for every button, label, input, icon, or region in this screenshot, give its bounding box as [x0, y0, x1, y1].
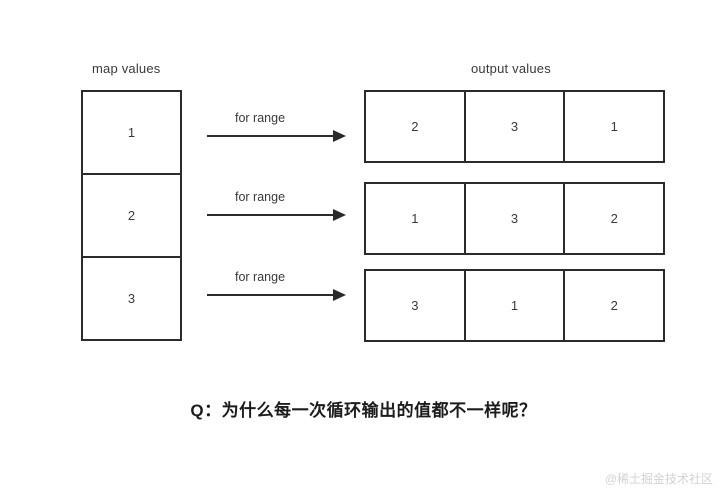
for-range-label: for range [235, 111, 286, 125]
output-values-row: 2 3 1 [364, 90, 665, 163]
output-value-cell: 1 [563, 92, 663, 161]
watermark: @稀土掘金技术社区 [604, 472, 713, 486]
output-value-cell: 1 [463, 271, 564, 340]
map-values-heading: map values [92, 61, 161, 76]
map-values-column: 1 2 3 [81, 90, 182, 341]
for-range-label: for range [235, 270, 286, 284]
map-value-cell: 2 [83, 173, 180, 256]
output-values-row: 1 3 2 [364, 182, 665, 255]
arrow-shaft [207, 135, 336, 137]
output-values-row: 3 1 2 [364, 269, 665, 342]
output-value-cell: 3 [411, 298, 419, 313]
arrow-head-icon [333, 209, 346, 221]
output-value-cell: 1 [411, 211, 419, 226]
arrow-shaft [207, 214, 336, 216]
output-value-cell: 2 [563, 184, 663, 253]
output-value-cell: 3 [463, 184, 564, 253]
output-values-heading: output values [471, 61, 551, 76]
output-value-cell: 2 [411, 119, 419, 134]
output-value-cell: 3 [463, 92, 564, 161]
arrow-head-icon [333, 289, 346, 301]
caption-question: Q：为什么每一次循环输出的值都不一样呢？ [190, 401, 537, 420]
arrow-shaft [207, 294, 336, 296]
arrow-head-icon [333, 130, 346, 142]
output-value-cell: 2 [563, 271, 663, 340]
for-range-arrow: for range [207, 190, 347, 236]
map-value-cell: 1 [127, 125, 136, 140]
for-range-arrow: for range [207, 111, 347, 157]
for-range-arrow: for range [207, 270, 347, 316]
for-range-label: for range [235, 190, 286, 204]
map-value-cell: 3 [83, 256, 180, 339]
